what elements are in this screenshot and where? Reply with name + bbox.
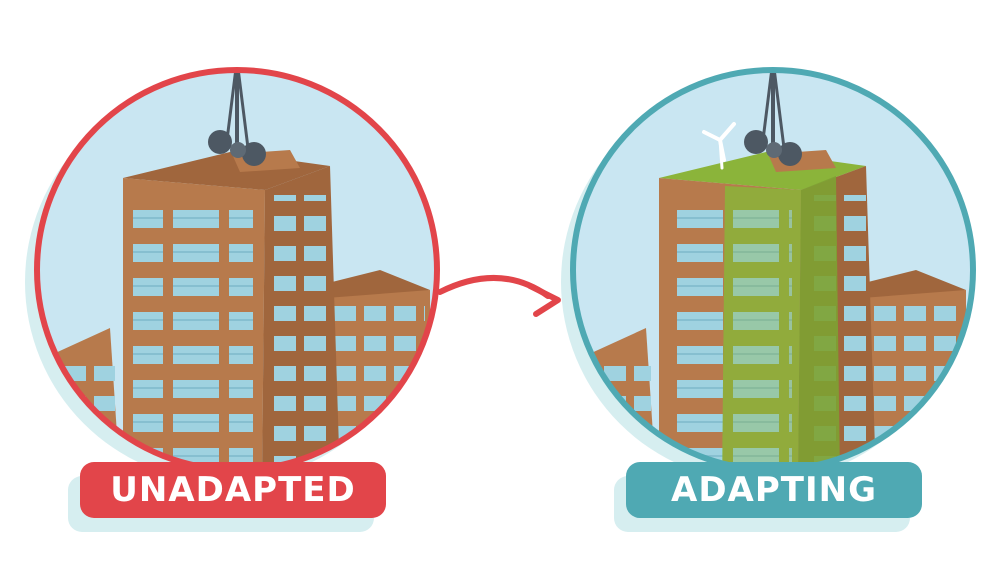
adapting-panel <box>561 67 976 482</box>
adapting-label: ADAPTING <box>626 462 922 518</box>
unadapted-label: UNADAPTED <box>80 462 386 518</box>
wind-turbine-icon <box>702 122 736 170</box>
antenna-icon <box>744 70 802 166</box>
antenna-icon <box>208 70 266 166</box>
arrow-right-icon <box>437 274 561 317</box>
green-wall-side <box>798 176 840 470</box>
unadapted-panel <box>25 67 440 482</box>
